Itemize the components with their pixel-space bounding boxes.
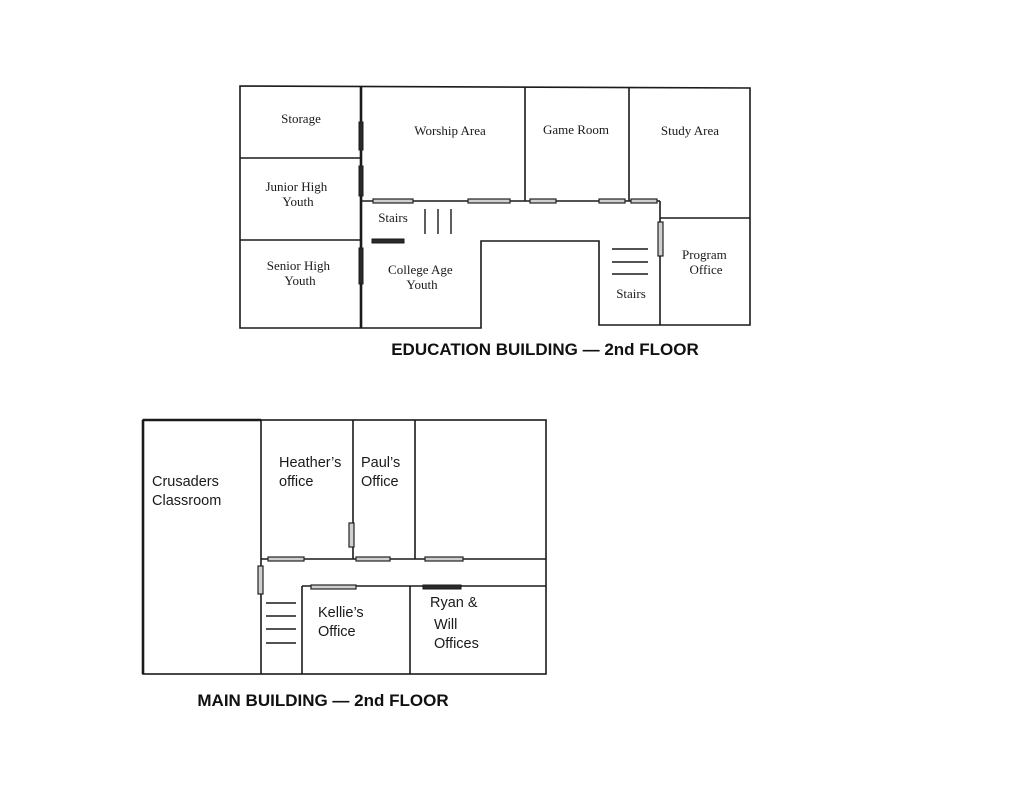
door	[630, 198, 658, 204]
main-building-title: MAIN BUILDING — 2nd FLOOR	[197, 691, 448, 710]
room-label-senior-high-youth: Senior High Youth	[267, 258, 333, 288]
door	[598, 198, 626, 204]
door	[348, 522, 355, 548]
education-building-title: EDUCATION BUILDING — 2nd FLOOR	[391, 340, 699, 359]
door	[467, 198, 511, 204]
education-outline	[239, 85, 751, 329]
stairs-left-steps	[424, 209, 452, 234]
room-label-program-office: Program Office	[682, 247, 730, 277]
door	[372, 198, 414, 204]
room-label-game-room: Game Room	[543, 122, 609, 137]
door	[358, 121, 364, 151]
room-label-heathers-office: Heather’s office	[279, 455, 345, 490]
room-label-pauls-office: Paul’s Office	[361, 455, 404, 490]
room-label-college-age-youth: College Age Youth	[388, 262, 456, 292]
door	[657, 221, 664, 257]
door	[310, 584, 357, 590]
door	[424, 556, 464, 562]
door	[358, 247, 364, 285]
door	[422, 584, 462, 590]
door	[257, 565, 264, 595]
door	[355, 556, 391, 562]
room-label-ryan-will-offices: Ryan & Will Offices	[430, 595, 482, 652]
room-label-worship-area: Worship Area	[414, 123, 486, 138]
room-label-kellies-office: Kellie’s Office	[318, 605, 368, 640]
main-stairs-steps	[266, 602, 296, 644]
room-label-crusaders-classroom: Crusaders Classroom	[152, 474, 223, 509]
room-label-stairs-right: Stairs	[616, 286, 646, 301]
stairs-right-steps	[612, 248, 648, 275]
room-label-study-area: Study Area	[661, 123, 719, 138]
main-building-plan: Crusaders Classroom Heather’s office Pau…	[141, 418, 547, 710]
door	[358, 165, 364, 197]
room-label-stairs-left: Stairs	[378, 210, 408, 225]
room-label-junior-high-youth: Junior High Youth	[266, 179, 331, 209]
door	[529, 198, 557, 204]
room-label-storage: Storage	[281, 111, 321, 126]
door	[267, 556, 305, 562]
door	[371, 238, 405, 244]
education-building-plan: Storage Worship Area Game Room Study Are…	[239, 85, 751, 359]
